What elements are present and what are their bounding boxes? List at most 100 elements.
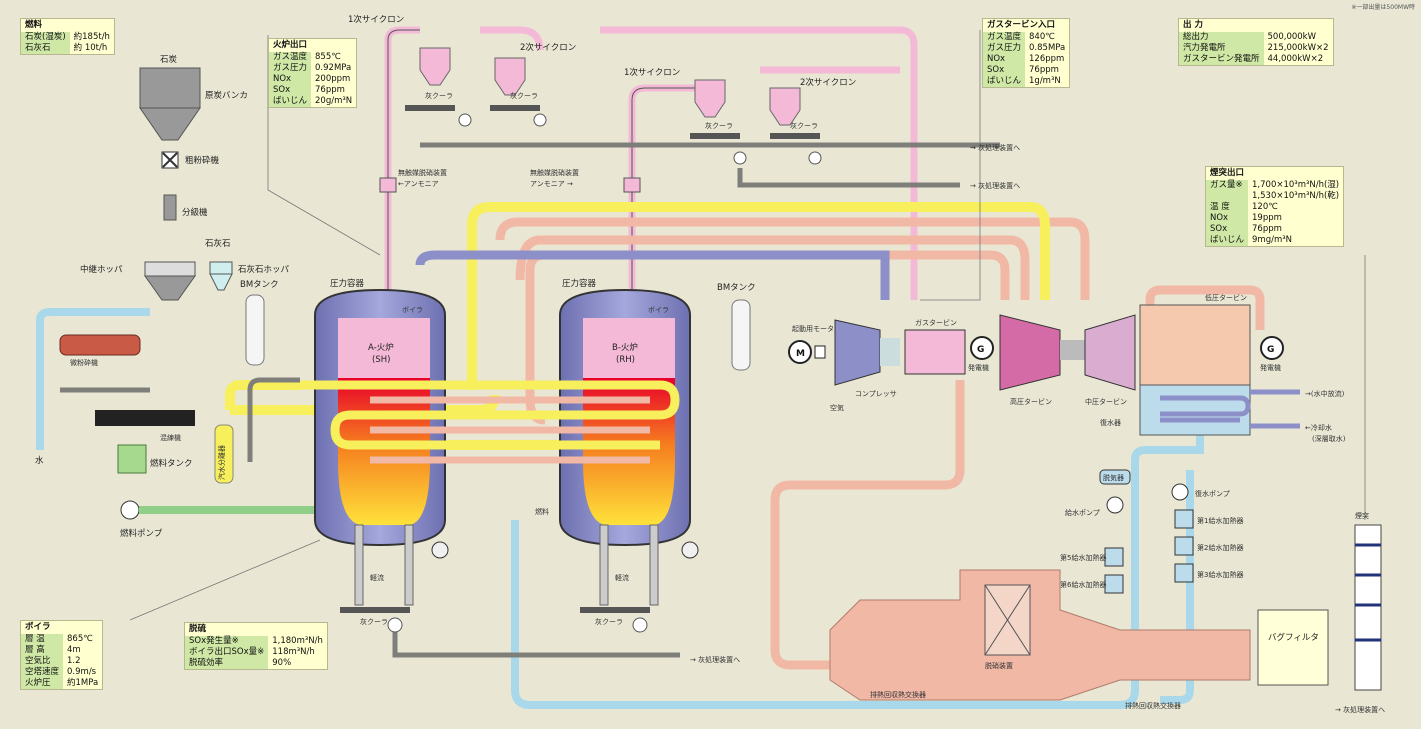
intermediate-hopper	[144, 261, 196, 301]
label-fuel-in: 燃料	[535, 507, 549, 516]
st-val-1: 1,530×10³m³N/h(乾)	[1252, 191, 1340, 201]
label-furnace-a-sub: (SH)	[372, 355, 390, 365]
label-fwh1: 第1給水加熱器	[1197, 516, 1243, 525]
label-condenser: 復水器	[1100, 418, 1121, 427]
ds-val-0: 1,180m³N/h	[272, 636, 323, 646]
bo-key-3: 空塔速度	[21, 667, 64, 678]
st-key-2: 温 度	[1206, 202, 1249, 213]
label-pressure-vessel-a: 圧力容器	[330, 278, 365, 289]
condensate-pump-icon	[1171, 483, 1189, 501]
label-coal-bunker: 原炭バンカ	[205, 91, 248, 101]
label-bm-tank-a: BMタンク	[240, 280, 279, 290]
label-ash-a: 軽流	[370, 573, 384, 582]
label-deaerator: 脱気器	[1103, 473, 1124, 482]
bo-key-4: 火炉圧	[21, 678, 64, 689]
label-cooling-water: ←冷却水	[1305, 423, 1332, 432]
label-ash-cooler-6: 灰クーラ	[595, 617, 623, 626]
stack-outlet-box: 煙突出口 ガス量※1,700×10³m³N/h(湿) 1,530×10³m³N/…	[1205, 166, 1345, 247]
ash-valve-a-icon	[387, 617, 403, 633]
label-denox-a: 無触媒脱硝装置	[398, 168, 447, 177]
label-starter-motor: 起動用モータ	[792, 324, 834, 333]
ds-key-1: ボイラ出口SOx量※	[185, 647, 269, 658]
ash-valve-b-icon	[632, 617, 648, 633]
bo-val-0: 865℃	[67, 634, 93, 644]
label-inter-hopper: 中継ホッパ	[80, 264, 123, 275]
label-pressure-vessel-b: 圧力容器	[562, 278, 597, 289]
label-generator-1: 発電機	[968, 363, 989, 372]
gt-inlet-title: ガスタービン入口	[987, 20, 1056, 30]
generator-icon-2: G	[1267, 345, 1274, 355]
bag-filter	[1257, 609, 1329, 686]
fuel-val-0: 約185t/h	[73, 32, 110, 42]
ds-key-0: SOx発生量※	[185, 636, 269, 647]
label-cond-pump: 復水ポンプ	[1195, 489, 1230, 498]
ds-val-2: 90%	[272, 658, 292, 668]
label-air: 空気	[830, 403, 844, 412]
bo-key-0: 層 温	[21, 634, 64, 645]
out-key-2: ガスタービン発電所	[1179, 54, 1264, 65]
ds-val-1: 118m³N/h	[272, 647, 315, 657]
bo-key-1: 層 高	[21, 645, 64, 656]
desulf-title: 脱硫	[189, 624, 207, 634]
fuel-title: 燃料	[25, 20, 43, 30]
label-ash-cooler-3: 灰クーラ	[705, 121, 733, 130]
gt-val-2: 126ppm	[1029, 54, 1065, 64]
steam-separator	[214, 424, 234, 484]
gt-key-3: SOx	[983, 65, 1026, 76]
st-val-2: 120℃	[1252, 202, 1278, 212]
label-cooling-sub: (深層取水)	[1312, 434, 1346, 443]
fo-val-0: 855℃	[315, 52, 341, 62]
gt-key-2: NOx	[983, 54, 1026, 65]
label-ash-to-3: → 灰処理装置へ	[690, 655, 740, 664]
gas-turbine-train	[788, 304, 1284, 391]
label-cyclone1-a: 1次サイクロン	[348, 14, 404, 25]
label-ash-b: 軽流	[615, 573, 629, 582]
label-compressor: コンプレッサ	[855, 390, 897, 398]
desulf-info-box: 脱硫 SOx発生量※1,180m³N/h ボイラ出口SOx量※118m³N/h …	[184, 622, 328, 670]
output-title: 出 力	[1183, 20, 1203, 30]
label-hrx2: 排熱回収熱交換器	[1125, 701, 1181, 710]
denox-unit-b	[623, 177, 641, 193]
fuel-info-box: 燃料 石炭(湿炭)約185t/h 石灰石約 10t/h	[20, 18, 115, 55]
limestone-hopper	[209, 261, 233, 291]
label-ash-cooler-1: 灰クーラ	[425, 91, 453, 100]
label-gas-turbine: ガスタービン	[915, 318, 957, 327]
st-key-5: ばいじん	[1206, 235, 1249, 246]
label-fwh5: 第5給水加熱器	[1060, 553, 1106, 562]
gt-key-1: ガス圧力	[983, 43, 1026, 54]
fo-val-4: 20g/m³N	[315, 96, 353, 106]
label-hp-turbine: 高圧タービン	[1010, 397, 1052, 406]
fo-key-3: SOx	[269, 85, 312, 96]
gt-val-1: 0.85MPa	[1029, 43, 1066, 53]
ash-piping	[60, 142, 1000, 658]
label-ash-cooler-4: 灰クーラ	[790, 121, 818, 130]
label-stack: 煙突	[1355, 511, 1369, 520]
condenser-unit	[1139, 384, 1300, 436]
label-lp-turbine: 低圧タービン	[1205, 293, 1247, 302]
label-denox-b: 無触媒脱硝装置	[530, 168, 579, 177]
st-val-5: 9mg/m³N	[1252, 235, 1293, 245]
ds-key-2: 脱硫効率	[185, 658, 269, 669]
fo-key-2: NOx	[269, 74, 312, 85]
label-cyclone1-b: 1次サイクロン	[624, 67, 680, 78]
label-feed-pump: 給水ポンプ	[1065, 508, 1100, 517]
bo-val-1: 4m	[67, 645, 81, 655]
label-ash-to-2: → 灰処理装置へ	[970, 181, 1020, 190]
classifier	[163, 194, 177, 221]
label-ip-turbine: 中圧タービン	[1085, 397, 1127, 406]
label-water: 水	[35, 455, 44, 466]
fo-val-1: 0.92MPa	[315, 63, 352, 73]
cyclone-set-b	[690, 79, 822, 165]
mixer	[95, 410, 195, 426]
label-boiler-a: ボイラ	[402, 306, 423, 314]
reheater-tubes	[370, 396, 650, 464]
bo-val-2: 1.2	[67, 656, 81, 666]
gt-val-3: 76ppm	[1029, 65, 1059, 75]
label-fwh6: 第6給水加熱器	[1060, 580, 1106, 589]
st-val-4: 76ppm	[1252, 224, 1282, 234]
label-cyclone2-b: 2次サイクロン	[800, 77, 856, 88]
crusher-icon	[161, 151, 179, 169]
